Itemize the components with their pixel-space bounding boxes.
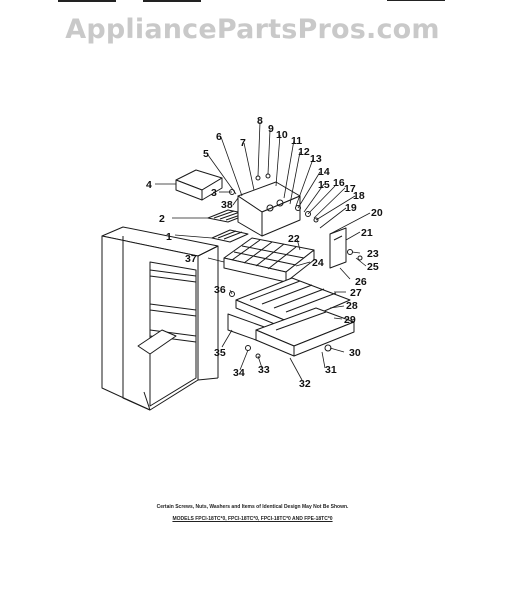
control-panel [237,181,301,237]
callout-32: 32 [299,378,311,390]
callout-37: 37 [185,253,197,265]
callout-3: 3 [211,187,217,199]
callout-30: 30 [349,347,361,359]
part-4-drawer [175,169,223,201]
evaporator-coil [223,237,315,283]
callout-8: 8 [257,115,263,127]
callout-27: 27 [350,287,362,299]
callout-11: 11 [291,135,302,147]
callout-21: 21 [361,227,373,239]
callout-25: 25 [367,261,379,273]
callout-24: 24 [312,257,324,269]
leader-lines [155,121,371,381]
callout-23: 23 [367,248,379,260]
callout-36: 36 [214,284,226,296]
top-rule-left [58,0,116,2]
callout-12: 12 [298,146,310,158]
callout-17: 17 [344,183,356,195]
models-line: MODELS FPCI-18TC*0, FPCI-18TC*0, FPCI-18… [172,516,333,522]
callout-2: 2 [159,213,165,225]
callout-19: 19 [345,202,357,214]
callout-31: 31 [325,364,337,376]
callout-labels: 1 2 3 4 5 6 7 8 9 10 11 12 13 14 15 16 1… [146,115,383,390]
callout-38: 38 [221,199,233,211]
callout-20: 20 [371,207,383,219]
footnote-text: Certain Screws, Nuts, Washers and Items … [156,504,349,510]
callout-13: 13 [310,153,322,165]
callout-28: 28 [346,300,358,312]
cabinet-shell [101,226,219,411]
callout-7: 7 [240,137,246,149]
part-32-tray [255,307,355,357]
callout-18: 18 [353,190,365,202]
callout-15: 15 [318,179,330,191]
callout-29: 29 [344,314,356,326]
top-rule-mid [143,0,201,2]
part-1-tray [211,229,249,243]
callout-10: 10 [276,129,288,141]
callout-1: 1 [166,231,172,243]
callout-14: 14 [318,166,330,178]
callout-34: 34 [233,367,245,379]
callout-5: 5 [203,148,209,160]
top-rule-right [387,0,445,1]
callout-35: 35 [214,347,226,359]
callout-22: 22 [288,233,300,245]
callout-16: 16 [333,177,345,189]
callout-33: 33 [258,364,270,376]
callout-4: 4 [146,179,152,191]
callout-9: 9 [268,123,274,135]
watermark-text: AppliancePartsPros.com [65,14,440,45]
callout-6: 6 [216,131,222,143]
callout-26: 26 [355,276,367,288]
